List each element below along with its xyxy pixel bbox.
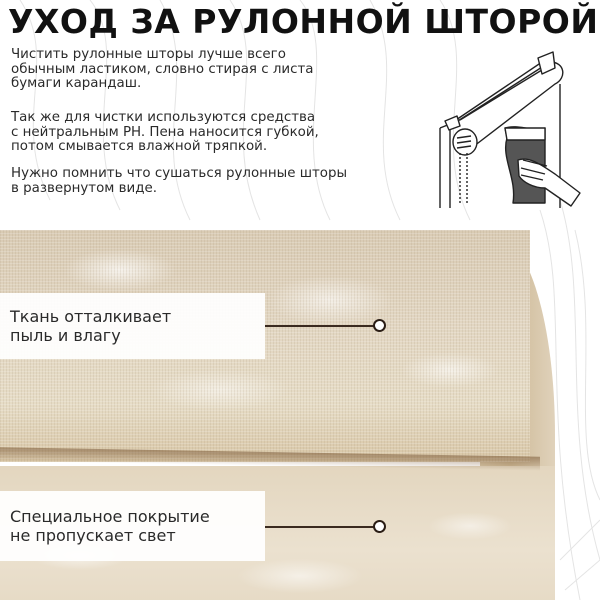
page-title: УХОД ЗА РУЛОННОЙ ШТОРОЙ (8, 2, 599, 41)
feature-line-1: Специальное покрытие (10, 507, 210, 526)
instruction-eraser: Чистить рулонные шторы лучше всего обычн… (11, 47, 314, 91)
feature-line-2: не пропускает свет (10, 526, 176, 545)
instruction-ph-cleaner: Так же для чистки используются средства … (11, 110, 319, 154)
callout-dot-icon (373, 319, 386, 332)
callout-connector-line (265, 526, 375, 528)
instruction-drying: Нужно помнить что сушаться рулонные штор… (11, 166, 348, 196)
feature-label-blackout-coating: Специальное покрытие не пропускает свет (0, 491, 265, 561)
callout-connector-line (265, 325, 375, 327)
roller-blind-cleaning-icon (439, 51, 581, 208)
feature-label-dust-repellent: Ткань отталкивает пыль и влагу (0, 293, 265, 359)
feature-line-1: Ткань отталкивает (10, 307, 172, 326)
feature-line-2: пыль и влагу (10, 326, 121, 345)
callout-dot-icon (373, 520, 386, 533)
